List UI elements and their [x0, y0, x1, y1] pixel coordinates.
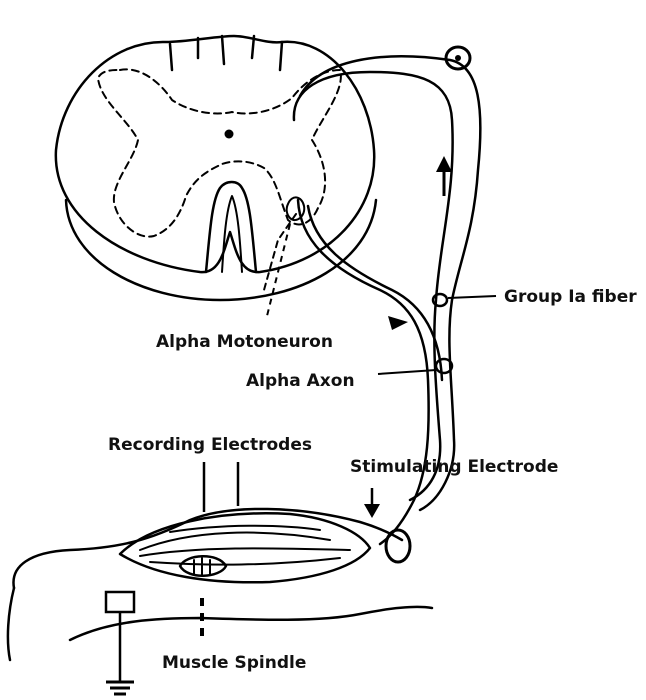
muscle-fibers [140, 526, 350, 565]
recording-electrodes [204, 462, 238, 512]
recording-electrodes-label: Recording Electrodes [108, 435, 312, 455]
alpha-axon-inner [308, 206, 442, 380]
muscle-spindle-inner [194, 558, 210, 576]
stimulating-arrow-icon [364, 488, 380, 518]
stimulating-electrode-ring [386, 530, 410, 562]
alpha-motoneuron-leader [266, 224, 290, 320]
group-ia-fiber-label: Group Ia fiber [504, 287, 637, 307]
limb-left-edge [8, 588, 14, 660]
alpha-axon-label: Alpha Axon [246, 371, 355, 391]
motoneuron-to-axon-dashed [264, 214, 296, 290]
central-canal [225, 130, 234, 139]
alpha-motoneuron-label: Alpha Motoneuron [156, 332, 333, 352]
efferent-arrow-icon [388, 316, 408, 330]
ganglion-nucleus [455, 55, 461, 61]
muscle-spindle-label: Muscle Spindle [162, 653, 306, 673]
group-ia-leader [448, 296, 496, 298]
dorsal-root-fiber [294, 47, 480, 510]
stimulating-electrode-label: Stimulating Electrode [350, 457, 558, 477]
spinal-cord-section [56, 36, 376, 300]
leader-lines [202, 224, 496, 640]
ground-icon [106, 592, 134, 694]
ventral-fissure [206, 182, 256, 272]
